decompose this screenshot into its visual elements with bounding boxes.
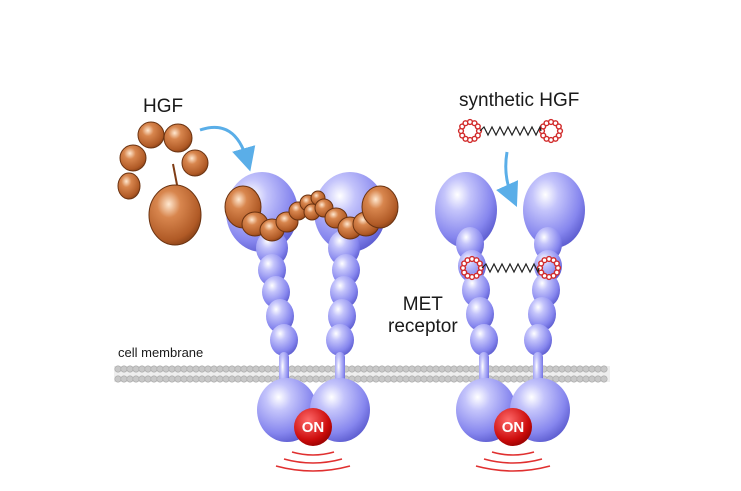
svg-text:ON: ON	[302, 419, 325, 436]
on-badge-right: ON	[494, 408, 532, 446]
signal-waves-left	[275, 451, 351, 472]
receptor-domain	[326, 324, 354, 356]
cell-membrane	[114, 365, 610, 383]
linker-chain	[479, 125, 542, 137]
met-receptor-right: ON	[435, 172, 585, 472]
svg-text:ON: ON	[502, 419, 525, 436]
hgf-bound	[224, 185, 399, 242]
receptor-domain	[524, 324, 552, 356]
binding-arrow-right	[496, 151, 519, 207]
met-receptor-left: ON	[224, 172, 399, 472]
cell-membrane-label: cell membrane	[118, 345, 204, 360]
receptor-domain	[328, 299, 356, 333]
macrocycle-ring	[459, 255, 485, 281]
macrocycle-ring	[457, 118, 483, 144]
macrocycle-ring	[538, 118, 564, 144]
signal-waves-right	[475, 451, 551, 472]
on-badge-left: ON	[294, 408, 332, 446]
hgf-label: HGF	[143, 96, 184, 117]
receptor-domain	[528, 297, 556, 331]
receptor-domain	[330, 276, 358, 308]
binding-arrow-left	[199, 125, 256, 172]
synthetic-hgf-bound	[459, 255, 562, 281]
met-receptor-label: MET receptor	[388, 294, 458, 338]
macrocycle-ring	[536, 255, 562, 281]
met-label-line2: receptor	[388, 316, 458, 337]
receptor-domain	[270, 324, 298, 356]
linker-chain	[481, 262, 540, 274]
met-label-line1: MET	[402, 294, 443, 315]
hgf-free	[117, 121, 209, 246]
receptor-domain	[466, 297, 494, 331]
receptor-domain	[470, 324, 498, 356]
receptor-head	[435, 172, 497, 248]
synthetic-hgf-label: synthetic HGF	[459, 90, 580, 111]
receptor-head	[523, 172, 585, 248]
synthetic-hgf-free	[457, 118, 564, 144]
